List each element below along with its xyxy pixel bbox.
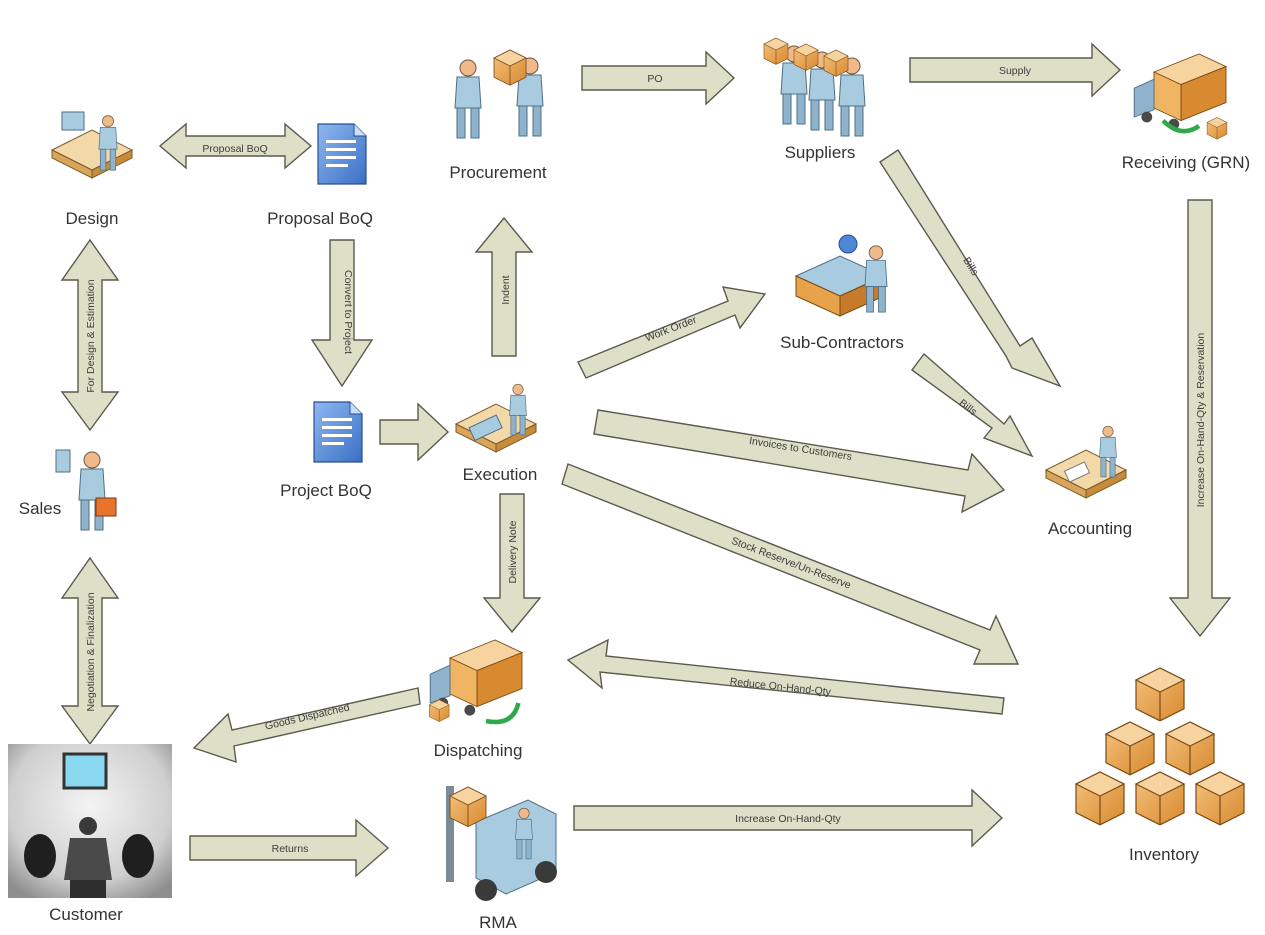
procurement-label: Procurement <box>449 163 547 182</box>
procurement-people-icon <box>454 49 544 139</box>
document-icon <box>317 123 367 185</box>
box-stack-icon <box>1075 667 1245 826</box>
arrow-label-delivery-note: Delivery Note <box>507 520 519 583</box>
project-boq-label: Project BoQ <box>280 481 372 500</box>
subcontractor-machine-icon <box>794 234 888 317</box>
node-receiving: Receiving (GRN) <box>1122 53 1250 172</box>
accountant-desk-icon <box>1045 425 1127 499</box>
arrow-label-proposal-boq: Proposal BoQ <box>202 143 267 155</box>
arrow-delivery-note: Delivery Note <box>482 493 542 634</box>
arrow-label-negotiation: Negotiation & Finalization <box>85 592 97 711</box>
node-accounting: Accounting <box>1045 425 1132 538</box>
node-inventory: Inventory <box>1075 667 1245 864</box>
forklift-icon <box>446 786 557 901</box>
arrow-label-supply: Supply <box>999 65 1032 77</box>
customer-label: Customer <box>49 905 123 924</box>
node-procurement: Procurement <box>449 49 547 182</box>
arrow-convert-to-project: Convert to Project <box>310 239 374 388</box>
arrow-proposal-boq: Proposal BoQ <box>158 122 313 170</box>
arrow-indent: Indent <box>474 216 534 357</box>
node-sub-contractors: Sub-Contractors <box>780 234 904 352</box>
proposal-boq-label: Proposal BoQ <box>267 209 373 228</box>
truck-dispatch-icon <box>429 639 523 725</box>
node-suppliers: Suppliers <box>763 37 866 162</box>
arrow-label-po: PO <box>647 73 662 85</box>
accounting-label: Accounting <box>1048 519 1132 538</box>
truck-receiving-icon <box>1133 53 1228 140</box>
arrow-reduce-qty: Reduce On-Hand-Qty <box>566 638 1005 715</box>
arrow-label-returns: Returns <box>272 843 309 855</box>
node-rma: RMA <box>446 786 557 932</box>
arrow-label-increase-reservation: Increase On-Hand-Qty & Reservation <box>1195 333 1207 508</box>
suppliers-group-icon <box>763 37 866 137</box>
arrow-project-to-execution <box>379 402 450 462</box>
arrow-supply: Supply <box>909 42 1122 98</box>
suppliers-label: Suppliers <box>785 143 856 162</box>
arrow-invoices: Invoices to Customers <box>593 409 1006 514</box>
arrow-label-for-design: For Design & Estimation <box>85 279 97 392</box>
arrow-bills-suppliers: Bills <box>879 149 1062 388</box>
design-label: Design <box>66 209 119 228</box>
arrow-label-stock-reserve: Stock Reserve/Un-Reserve <box>730 535 853 592</box>
arrow-po: PO <box>581 50 736 106</box>
node-customer: Customer <box>8 744 172 924</box>
node-project-boq: Project BoQ <box>280 401 372 500</box>
customer-room-icon <box>8 744 172 898</box>
node-design: Design <box>51 111 133 228</box>
arrow-negotiation: Negotiation & Finalization <box>60 556 120 746</box>
designer-desk-icon <box>51 111 133 179</box>
sub-contractors-label: Sub-Contractors <box>780 333 904 352</box>
arrow-label-indent: Indent <box>500 275 512 304</box>
arrow-for-design: For Design & Estimation <box>60 238 120 432</box>
arrow-increase-reservation: Increase On-Hand-Qty & Reservation <box>1168 199 1232 638</box>
node-sales: Sales <box>19 449 117 531</box>
dispatching-label: Dispatching <box>434 741 523 760</box>
rma-label: RMA <box>479 913 517 932</box>
node-dispatching: Dispatching <box>429 639 523 760</box>
arrow-returns: Returns <box>189 818 390 878</box>
salesperson-icon <box>55 449 117 531</box>
arrows-layer: Proposal BoQ PO Supply Convert to Projec… <box>60 42 1232 878</box>
sales-label: Sales <box>19 499 62 518</box>
receiving-label: Receiving (GRN) <box>1122 153 1250 172</box>
arrow-label-convert-to-project: Convert to Project <box>342 270 354 354</box>
node-proposal-boq: Proposal BoQ <box>267 123 373 228</box>
arrow-goods-dispatched: Goods Dispatched <box>192 687 421 764</box>
document-icon <box>313 401 363 463</box>
execution-label: Execution <box>463 465 538 484</box>
node-execution: Execution <box>455 383 538 484</box>
arrow-label-increase-qty: Increase On-Hand-Qty <box>735 813 841 825</box>
arrow-work-order: Work Order <box>577 286 767 379</box>
inventory-label: Inventory <box>1129 845 1199 864</box>
execution-desk-icon <box>455 383 537 453</box>
arrow-increase-qty: Increase On-Hand-Qty <box>573 788 1004 848</box>
